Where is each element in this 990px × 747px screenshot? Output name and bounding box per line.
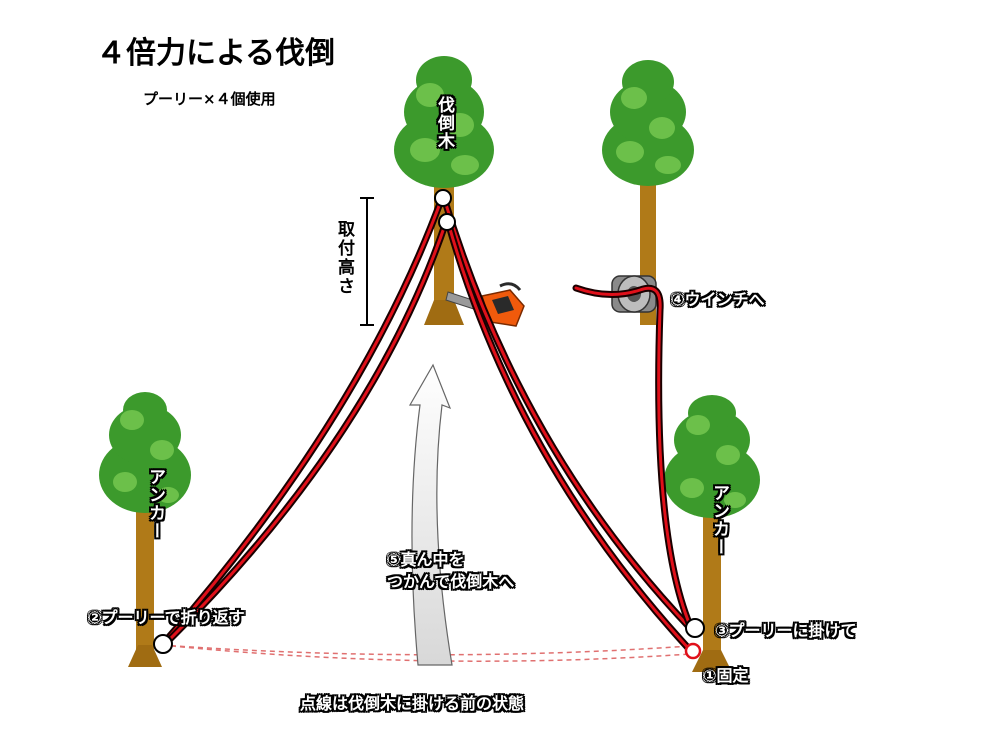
pulley-icon	[153, 189, 705, 654]
label-step2: ②プーリーで折り返す	[88, 608, 245, 627]
label-anchor-right: アンカー	[709, 484, 729, 556]
tree-icon	[602, 60, 694, 325]
tree-icon	[664, 395, 760, 672]
label-step5-line1: ⑤真ん中を	[387, 550, 465, 569]
label-target-tree: 伐倒木	[434, 96, 454, 150]
arrow-up-icon	[408, 363, 453, 666]
subtitle: プーリー×４個使用	[143, 90, 276, 108]
mount-height-bracket	[360, 197, 374, 326]
label-step1: ①固定	[703, 666, 749, 685]
tree-icon	[394, 56, 494, 325]
dashed-initial-lines	[161, 644, 691, 662]
label-step5-line2: つかんで伐倒木へ	[387, 572, 515, 591]
tree-icon	[99, 392, 191, 667]
label-anchor-left: アンカー	[145, 468, 165, 540]
page-title: ４倍力による伐倒	[96, 36, 336, 71]
label-step4: ④ウインチへ	[671, 290, 765, 309]
fixed-point-marker	[684, 642, 702, 660]
label-step3: ③プーリーに掛けて	[715, 621, 857, 640]
label-note: 点線は伐倒木に掛ける前の状態	[300, 694, 525, 713]
rope-system	[158, 194, 696, 654]
label-mount-height: 取付高さ	[334, 220, 354, 296]
